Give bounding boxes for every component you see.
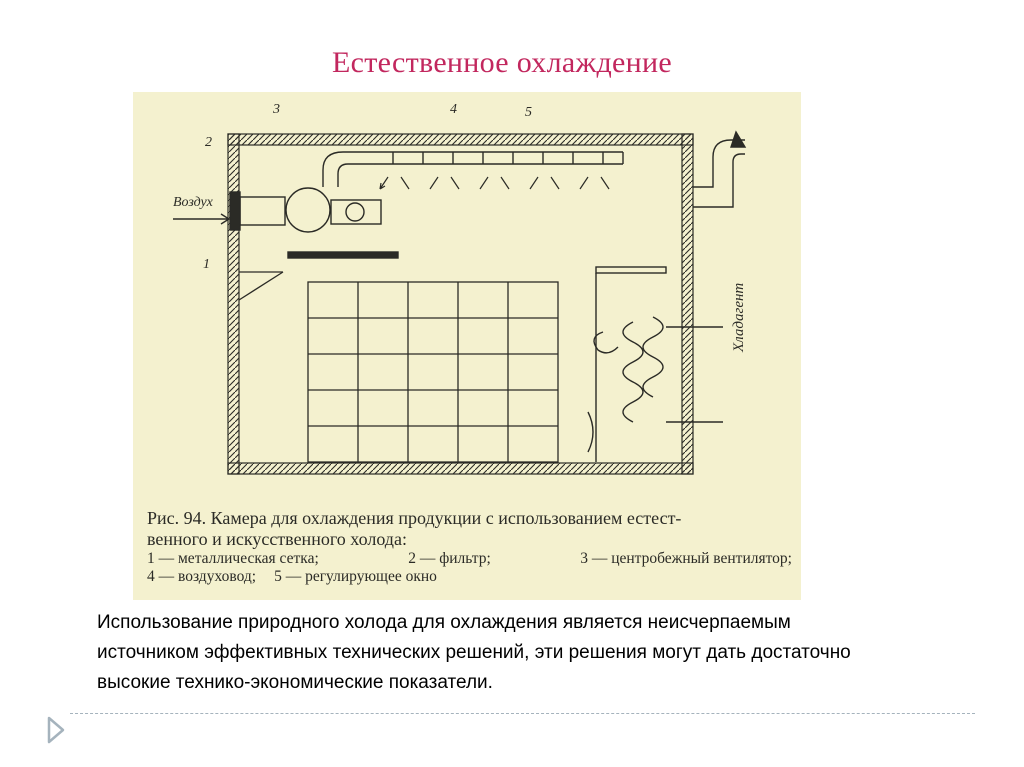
air-duct <box>322 151 624 187</box>
exhaust-pipe <box>693 130 747 208</box>
airflow-arrows <box>379 176 610 190</box>
crate-stack <box>307 281 559 463</box>
chamber-walls <box>227 133 694 475</box>
refrigerant-label: Хладагент <box>731 282 747 352</box>
legend-row-2: 4 — воздуховод; 5 — регулирующее окно <box>147 568 792 586</box>
legend-item-5: 5 — регулирующее окно <box>274 568 437 585</box>
chamber-diagram <box>173 130 747 475</box>
legend-item-4: 4 — воздуховод; <box>147 568 257 585</box>
figure-legend: 1 — металлическая сетка; 2 — фильтр; 3 —… <box>147 550 792 586</box>
cooling-chamber-figure: Воздух Хладагент 2 3 4 5 1 Рис. 94. Каме… <box>133 92 801 600</box>
shelf <box>238 271 284 301</box>
fan-unit <box>173 187 399 259</box>
slide-title: Естественное охлаждение <box>331 46 672 79</box>
legend-item-1: 1 — металлическая сетка; <box>147 550 319 567</box>
figure-caption: Рис. 94. Камера для охлаждения продукции… <box>147 508 792 550</box>
number-2: 2 <box>205 135 212 150</box>
legend-row-1: 1 — металлическая сетка; 2 — фильтр; 3 —… <box>147 550 792 568</box>
number-1: 1 <box>203 257 210 272</box>
slide-body-text: Использование природного холода для охла… <box>97 612 851 693</box>
caption-line-1: Рис. 94. Камера для охлаждения продукции… <box>147 508 682 528</box>
legend-item-2: 2 — фильтр; <box>408 550 491 567</box>
triangle-right-icon[interactable] <box>46 715 66 745</box>
number-5: 5 <box>525 105 532 120</box>
legend-item-3: 3 — центробежный вентилятор; <box>580 550 792 567</box>
caption-line-2: венного и искусственного холода: <box>147 529 407 549</box>
air-label: Воздух <box>173 195 213 210</box>
evaporator <box>587 266 723 462</box>
number-3: 3 <box>273 102 280 117</box>
slide-divider <box>70 713 975 714</box>
number-4: 4 <box>450 102 457 117</box>
